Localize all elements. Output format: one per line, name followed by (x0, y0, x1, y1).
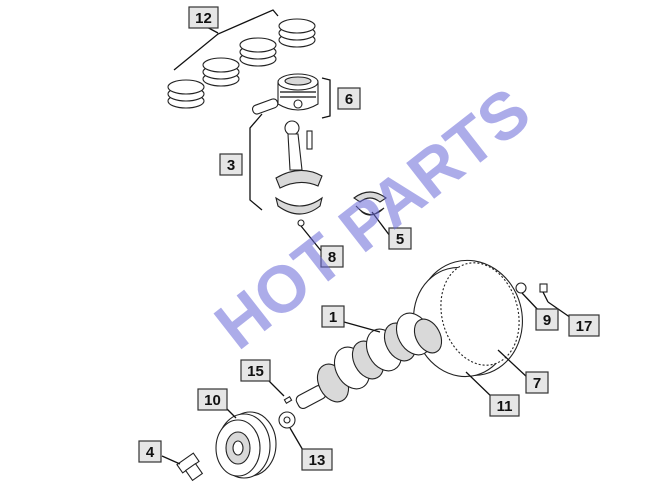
callout-8: 8 (320, 245, 344, 268)
callout-label: 4 (146, 444, 155, 461)
callout-label: 5 (396, 231, 404, 248)
callout-5: 5 (388, 227, 412, 250)
flywheel-washer (515, 282, 527, 294)
callout-label: 15 (247, 363, 264, 380)
callout-label: 11 (497, 398, 513, 415)
piston-ring (202, 57, 240, 87)
main-bearing-shell (353, 191, 387, 216)
callout-4: 4 (138, 440, 162, 463)
piston (277, 73, 319, 111)
callout-label: 12 (195, 10, 212, 27)
piston-pin (251, 98, 279, 115)
callout-label: 7 (533, 375, 541, 392)
callout-label: 6 (345, 91, 353, 108)
callout-15: 15 (240, 359, 271, 382)
callout-10: 10 (197, 388, 228, 411)
callout-11: 11 (489, 394, 520, 417)
callout-label: 10 (204, 392, 221, 409)
callout-label: 1 (329, 309, 337, 326)
callout-17: 17 (568, 314, 600, 337)
leader-4 (161, 455, 181, 465)
piston-ring (167, 79, 205, 109)
leader-1 (343, 321, 381, 333)
rod-bearing-shell (275, 196, 323, 215)
crankshaft (295, 312, 443, 410)
piston-ring (239, 37, 277, 67)
callout-label: 3 (227, 157, 235, 174)
callout-1: 1 (321, 305, 345, 328)
callout-7: 7 (525, 371, 549, 394)
bracket-6 (321, 77, 331, 119)
leader-5 (371, 211, 391, 237)
crankshaft-pulley (215, 411, 277, 479)
leader-8 (300, 225, 323, 253)
pulley-bolt (176, 452, 204, 482)
callout-label: 13 (309, 452, 326, 469)
flywheel-bolt (539, 283, 549, 303)
bracket-12 (173, 9, 279, 71)
callout-label: 9 (543, 312, 551, 329)
leader-7 (497, 349, 529, 379)
callout-12: 12 (188, 6, 219, 29)
callout-13: 13 (301, 448, 333, 471)
leader-13 (289, 427, 305, 453)
callout-6: 6 (337, 87, 361, 110)
piston-ring (278, 18, 316, 48)
piston-ring-set (167, 18, 316, 109)
callout-9: 9 (535, 308, 559, 331)
callout-label: 8 (328, 249, 336, 266)
callout-3: 3 (219, 153, 243, 176)
crank-washer (278, 411, 296, 429)
woodruff-key (283, 396, 293, 404)
callout-label: 17 (576, 318, 593, 335)
flywheel-ring-gear (440, 262, 520, 366)
bracket-3 (249, 113, 263, 211)
connecting-rod (275, 120, 323, 189)
